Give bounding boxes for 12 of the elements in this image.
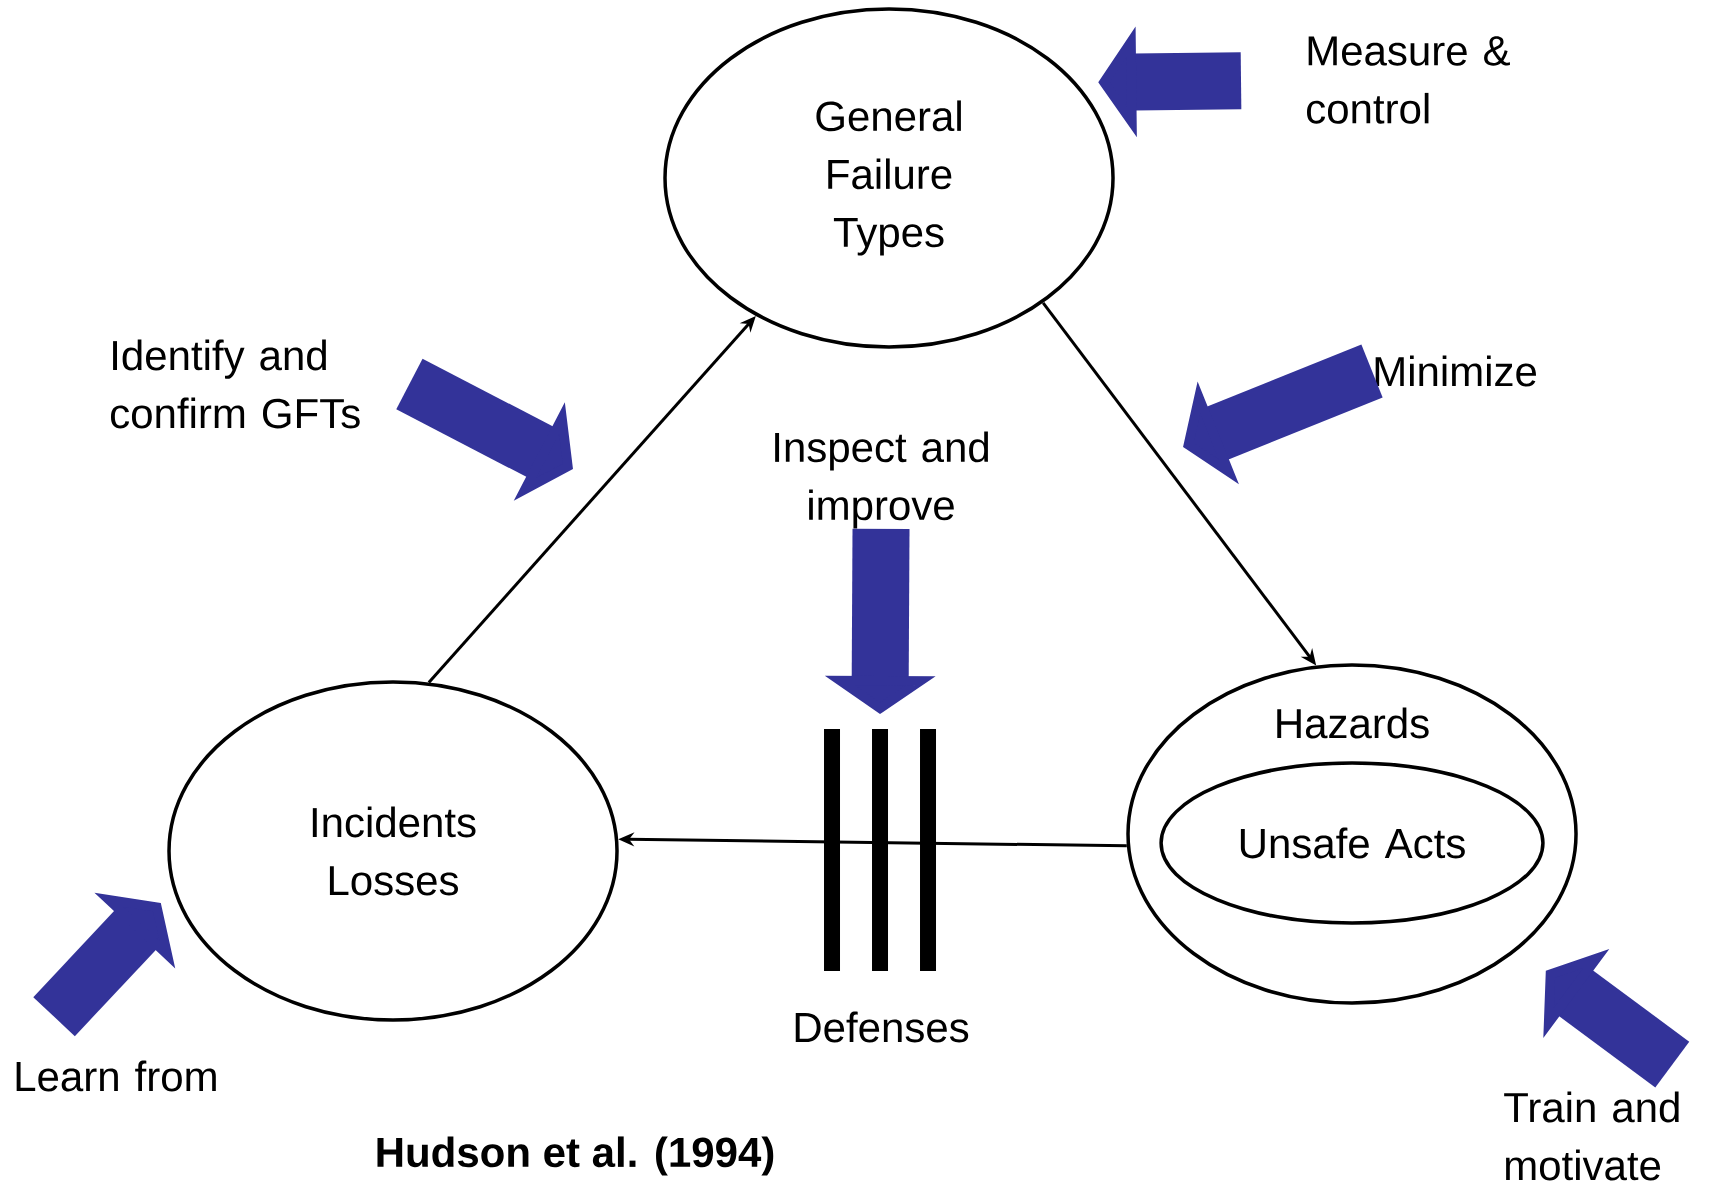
oval-node: General Failure Types <box>663 7 1115 349</box>
block-arrow <box>1183 344 1383 485</box>
annotation-text: Train and motivate <box>1504 1091 1679 1181</box>
citation: Hudson et al. (1994) <box>377 1136 774 1176</box>
annotation-text: Learn from <box>16 1060 216 1092</box>
annotation-text: Inspect and improve <box>775 431 988 529</box>
oval-node: Incidents Losses <box>167 680 619 1022</box>
oval-node: Unsafe Acts <box>1159 761 1545 925</box>
annotation-text: Identify and confirm GFTs <box>111 339 360 429</box>
barrier-label: Defenses <box>795 1011 969 1043</box>
annotation-text: Measure & control <box>1307 36 1510 124</box>
annotation-text: Minimize <box>1375 355 1536 387</box>
